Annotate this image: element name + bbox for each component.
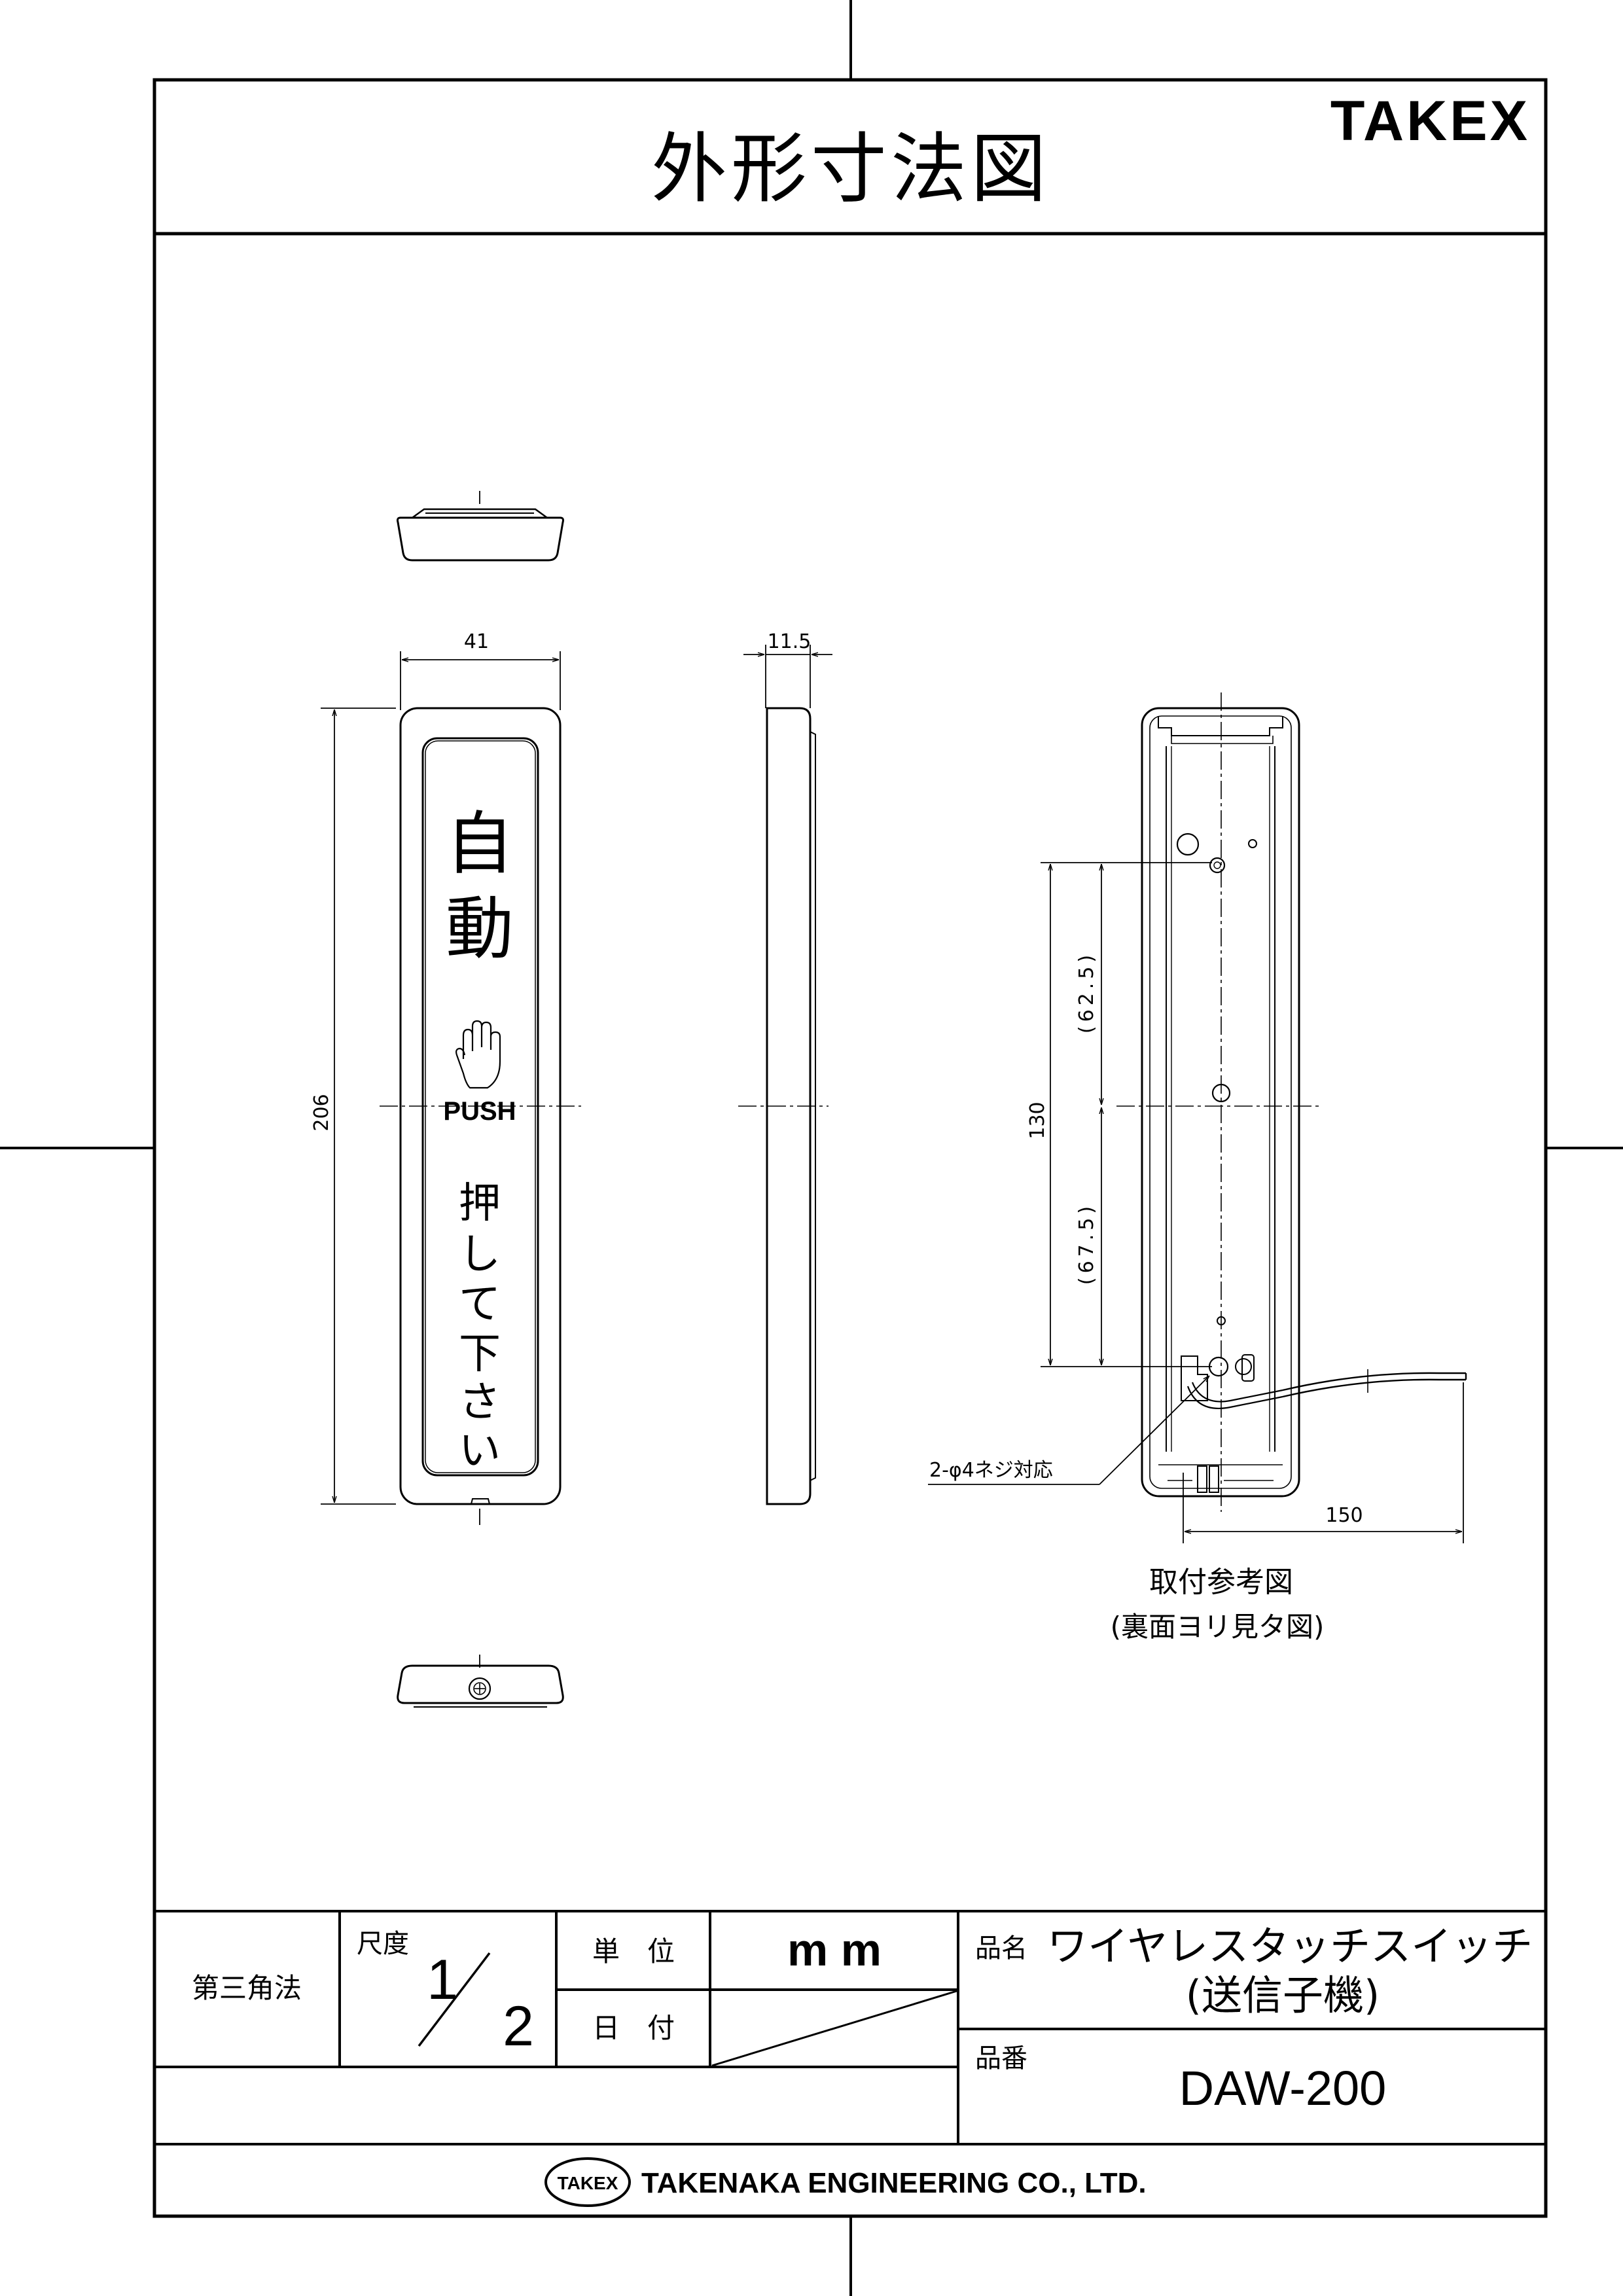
dim-side-depth-label: 11.5	[768, 630, 812, 653]
rear-cable	[1282, 1378, 1466, 1398]
unit-label: 単 位	[592, 1935, 675, 1967]
header: 外形寸法図 TAKEX	[154, 90, 1546, 236]
part-number: DAW-200	[1179, 2061, 1387, 2115]
brand-logo: TAKEX	[1330, 90, 1530, 152]
rear-caption-sub: (裏面ヨリ見タ図)	[1111, 1611, 1325, 1643]
company-name: TAKENAKA ENGINEERING CO., LTD.	[641, 2167, 1147, 2199]
instruction-char-3: て	[459, 1280, 501, 1329]
projection-label: 第三角法	[192, 1972, 302, 2004]
dim-front-height	[321, 708, 396, 1505]
front-panel	[421, 737, 539, 1477]
scale-numerator: 1	[427, 1948, 458, 2011]
dim-front-width	[400, 651, 561, 710]
front-label-auto-1: 自	[446, 804, 514, 884]
product-name: ワイヤレスタッチスイッチ	[1047, 1922, 1533, 1970]
instruction-char-6: い	[459, 1427, 501, 1475]
rear-view	[928, 692, 1467, 1543]
dim-rear-upper-label: (62.5)	[1075, 951, 1098, 1033]
scale-label: 尺度	[357, 1929, 409, 1959]
front-label-auto-2: 動	[446, 889, 514, 969]
push-label: PUSH	[443, 1097, 516, 1126]
side-view	[738, 645, 832, 1505]
company-logo-text: TAKEX	[558, 2173, 618, 2193]
dim-rear-mount	[1041, 862, 1212, 1367]
sheet-border	[152, 78, 1548, 2218]
dim-front-height-label: 206	[310, 1094, 333, 1131]
rear-body	[1141, 707, 1300, 1498]
drawing-title: 外形寸法図	[651, 125, 1050, 213]
dim-rear-cable-label: 150	[1325, 1504, 1363, 1527]
product-name-label: 品名	[975, 1933, 1027, 1964]
dim-side-depth	[743, 645, 832, 708]
dim-rear-total-label: 130	[1026, 1102, 1049, 1139]
product-name-sub: (送信子機)	[1186, 1971, 1380, 2019]
side-body	[766, 707, 812, 1505]
screw-note-leader	[928, 1376, 1209, 1485]
unit-value: m m	[787, 1924, 882, 1975]
screw-note: 2-φ4ネジ対応	[929, 1459, 1053, 1482]
dim-front-width-label: 41	[464, 630, 489, 653]
date-label: 日 付	[592, 2012, 675, 2044]
rear-caption: 取付参考図	[1149, 1566, 1293, 1599]
dim-rear-cable	[1183, 1382, 1464, 1543]
instruction-char-1: 押	[459, 1179, 501, 1228]
scale-denominator: 2	[503, 1995, 534, 2058]
title-block	[154, 1910, 1546, 2145]
scale-fraction-bar	[418, 1952, 491, 2047]
bottom-end-view	[397, 1655, 564, 1708]
instruction-char-5: さ	[459, 1378, 501, 1427]
company-logo: TAKEX	[544, 2157, 631, 2207]
hand-icon	[455, 1020, 501, 1089]
dim-rear-lower-label: (67.5)	[1075, 1202, 1098, 1285]
instruction-char-4: 下	[459, 1330, 501, 1378]
instruction-char-2: し	[459, 1230, 501, 1279]
front-view: 41 206	[310, 491, 581, 1525]
top-end-view	[397, 491, 564, 562]
part-number-label: 品番	[975, 2043, 1027, 2073]
